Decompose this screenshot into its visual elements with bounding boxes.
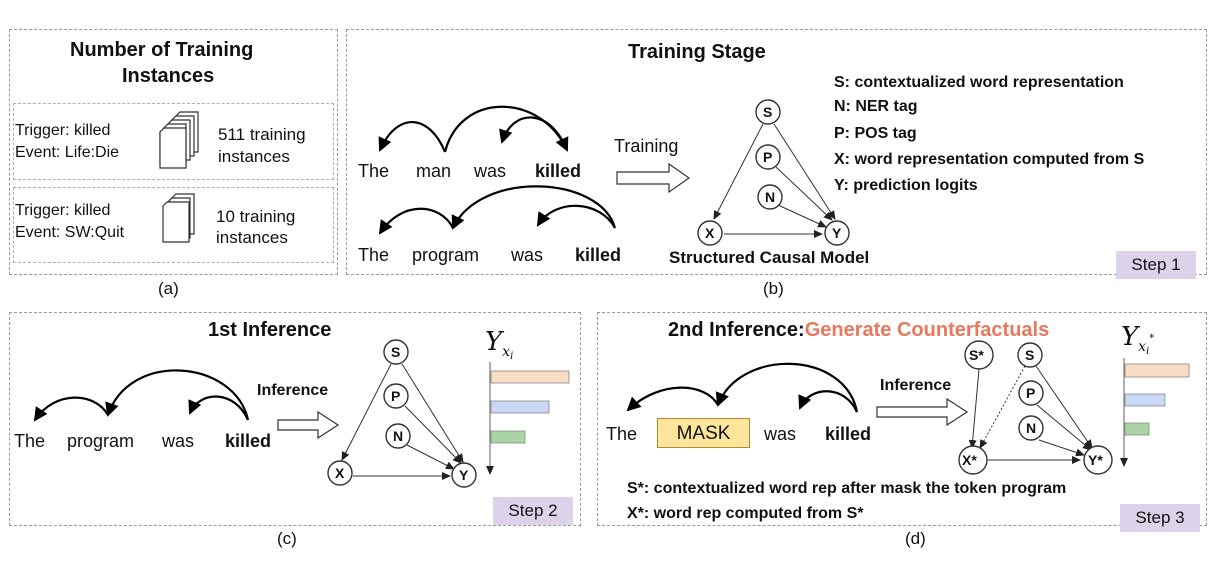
node-x: X [705, 225, 715, 241]
panel-a-title-line2: Instances [122, 65, 215, 87]
c-node-p: P [391, 388, 401, 404]
instance-box-2 [13, 187, 334, 263]
s2-word-2: program [412, 245, 480, 265]
step-1-badge: Step 1 [1116, 251, 1196, 279]
panel-d-title-prefix: 2nd Inference: [668, 319, 805, 341]
s1-word-3: was [474, 161, 507, 181]
inference-arrow-icon [277, 410, 340, 440]
panel-d [597, 312, 1207, 526]
legend-p: P: POS tag [834, 125, 917, 142]
panel-a-title-line1: Number of Training [70, 39, 254, 61]
mask-token: MASK [657, 418, 750, 448]
node-n: N [765, 189, 776, 205]
item1-event: Event: Life:Die [15, 144, 120, 161]
panel-a [9, 29, 338, 275]
panel-b [346, 29, 1207, 275]
legend-y: Y: prediction logits [834, 177, 978, 194]
d-y-sub: x [1138, 339, 1147, 355]
item1-count: 511 training [218, 125, 306, 144]
legend-x: X: word representation computed from S [834, 151, 1145, 168]
c-word-2: program [67, 431, 135, 451]
node-y: Y [832, 225, 842, 241]
note-x-star: X*: word rep computed from S* [627, 505, 864, 522]
s2-word-1: The [358, 245, 390, 265]
node-p: P [763, 149, 773, 165]
d-y-subsub: i [1146, 346, 1150, 357]
d-word-3: was [764, 424, 797, 444]
d-node-n: N [1026, 420, 1037, 436]
d-y-label: Yxi * [1121, 322, 1155, 357]
caption-b: (b) [763, 279, 784, 298]
d-node-y-star: Y* [1088, 452, 1103, 468]
d-node-s: S [1025, 347, 1035, 363]
panel-c [9, 312, 581, 526]
panel-b-title: Training Stage [628, 41, 766, 63]
d-node-p: P [1026, 385, 1036, 401]
c-inference-label: Inference [257, 382, 329, 399]
c-y-label: Yxi [485, 327, 513, 362]
c-word-4: killed [225, 431, 272, 451]
item1-count-unit: instances [218, 147, 290, 166]
instance-box-1 [13, 103, 334, 180]
caption-c: (c) [277, 529, 297, 548]
step-3-badge: Step 3 [1120, 504, 1200, 532]
panel-c-title: 1st Inference [208, 319, 332, 341]
c-y-subsub: i [510, 351, 514, 362]
d-node-x-star: X* [962, 452, 977, 468]
document-stack-icon [159, 111, 199, 169]
c-y-letter: Y [485, 327, 503, 357]
panel-d-title-highlight: Generate Counterfactuals [804, 319, 1050, 341]
s1-word-1: The [358, 161, 390, 181]
s1-word-2: man [416, 161, 452, 181]
d-y-letter: Y [1121, 322, 1139, 352]
logits-bars-c [486, 362, 570, 475]
s2-word-3: was [511, 245, 544, 265]
d-word-1: The [606, 424, 638, 444]
note-s-star: S*: contextualized word rep after mask t… [627, 480, 1067, 497]
scm-label: Structured Causal Model [669, 248, 870, 267]
c-node-s: S [391, 344, 401, 360]
c-word-1: The [14, 431, 46, 451]
s1-word-4: killed [535, 161, 582, 181]
document-stack-icon-small [162, 193, 195, 243]
panel-d-title: 2nd Inference:Generate Counterfactuals [668, 320, 1049, 340]
item2-count-unit: instances [216, 228, 288, 247]
item2-trigger: Trigger: killed [15, 202, 111, 219]
s2-word-4: killed [575, 245, 622, 265]
training-label: Training [614, 136, 679, 156]
node-s: S [763, 104, 773, 120]
caption-a: (a) [158, 279, 179, 298]
d-y-star: * [1149, 333, 1155, 344]
inference-arrow-icon-d [876, 397, 969, 427]
legend-n: N: NER tag [834, 98, 918, 115]
legend-s: S: contextualized word representation [834, 74, 1124, 91]
c-y-sub: x [502, 344, 511, 360]
caption-d: (d) [905, 529, 926, 548]
c-node-x: X [335, 465, 345, 481]
logits-bars-d [1120, 358, 1190, 467]
item2-event: Event: SW:Quit [15, 224, 125, 241]
d-word-4: killed [825, 424, 872, 444]
d-node-s-star: S* [969, 347, 984, 363]
item1-trigger: Trigger: killed [15, 122, 111, 139]
step-2-badge: Step 2 [493, 497, 573, 525]
c-node-y: Y [459, 467, 469, 483]
d-inference-label: Inference [880, 377, 952, 394]
c-word-3: was [162, 431, 195, 451]
item2-count: 10 training [216, 207, 296, 226]
c-node-n: N [393, 428, 404, 444]
training-arrow-icon [616, 162, 691, 194]
